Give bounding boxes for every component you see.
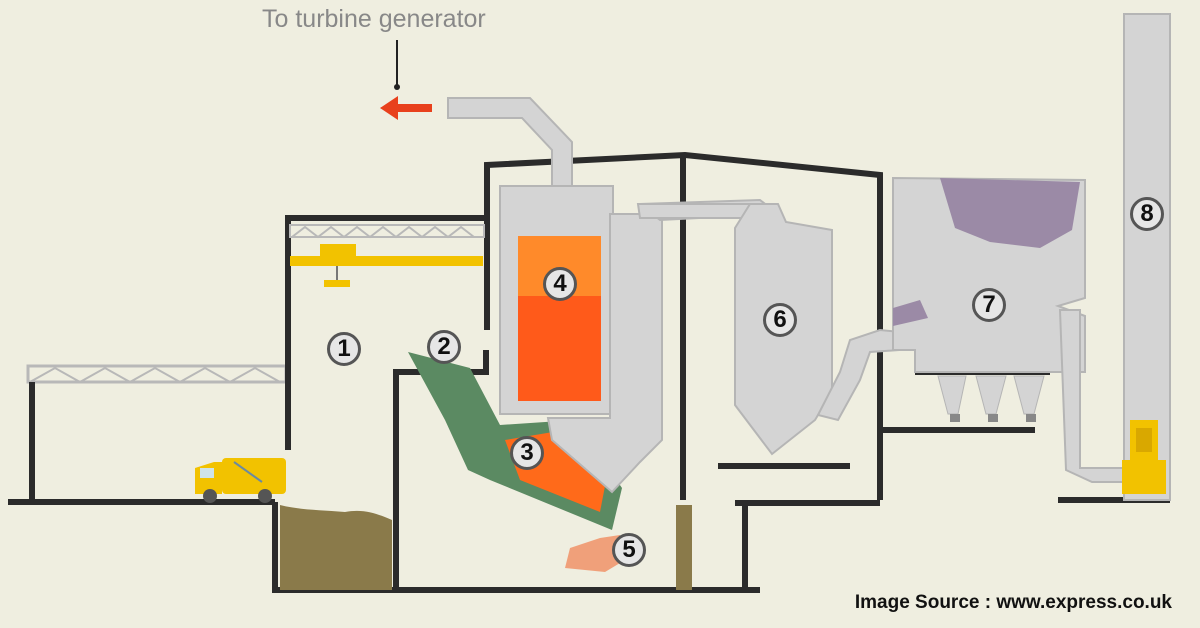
building-structure (8, 151, 1170, 593)
marker-4: 4 (543, 267, 577, 301)
turbine-generator-label: To turbine generator (262, 5, 486, 33)
bottom-ash (565, 535, 625, 572)
image-source-credit: Image Source : www.express.co.uk (854, 592, 1172, 613)
bag-filter (892, 176, 1086, 422)
marker-1: 1 (327, 332, 361, 366)
marker-3: 3 (510, 436, 544, 470)
marker-7: 7 (972, 288, 1006, 322)
id-fan (1122, 420, 1166, 494)
garbage-truck (195, 458, 286, 503)
marker-5: 5 (612, 533, 646, 567)
marker-6: 6 (763, 303, 797, 337)
stack-duct (1058, 309, 1131, 483)
waste-bunker (280, 505, 392, 590)
grab-crane (289, 224, 485, 287)
marker-2: 2 (427, 330, 461, 364)
tipping-hall-roof (26, 364, 288, 384)
ash-shaft (676, 505, 692, 590)
chimney-stack (1123, 13, 1171, 501)
output-arrow (380, 40, 432, 120)
marker-8: 8 (1130, 197, 1164, 231)
